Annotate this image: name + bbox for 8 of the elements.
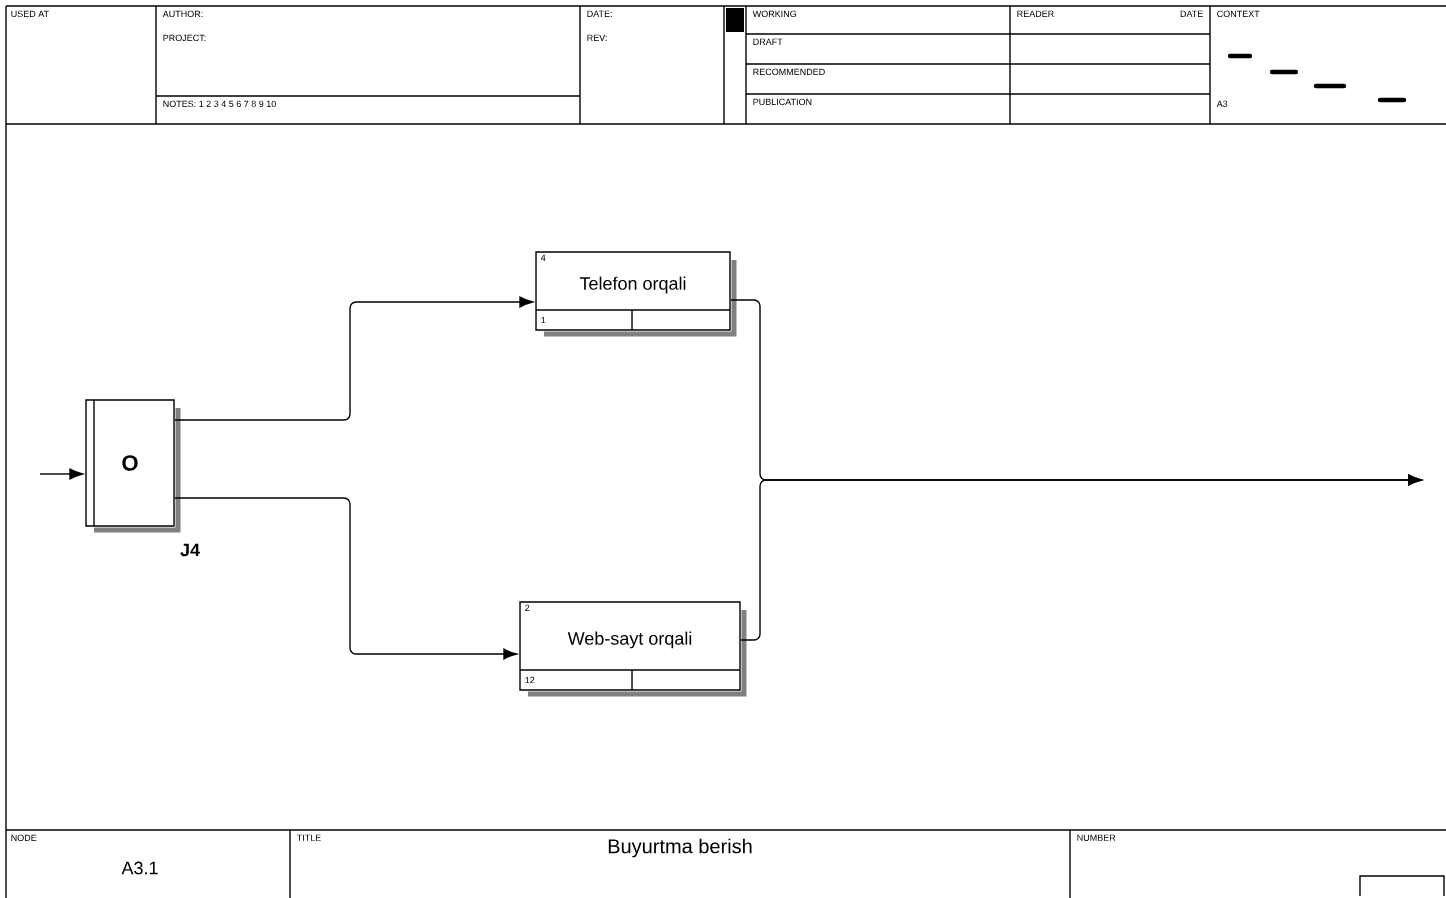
diagram-title: Buyurtma berish	[608, 838, 752, 858]
arrow	[740, 474, 1422, 641]
junction-box: O	[85, 399, 181, 533]
arrow	[39, 468, 84, 480]
arrow	[174, 497, 518, 660]
arrow	[174, 296, 534, 421]
node-number: A3.1	[121, 861, 158, 875]
junction-label: J4	[180, 543, 200, 557]
